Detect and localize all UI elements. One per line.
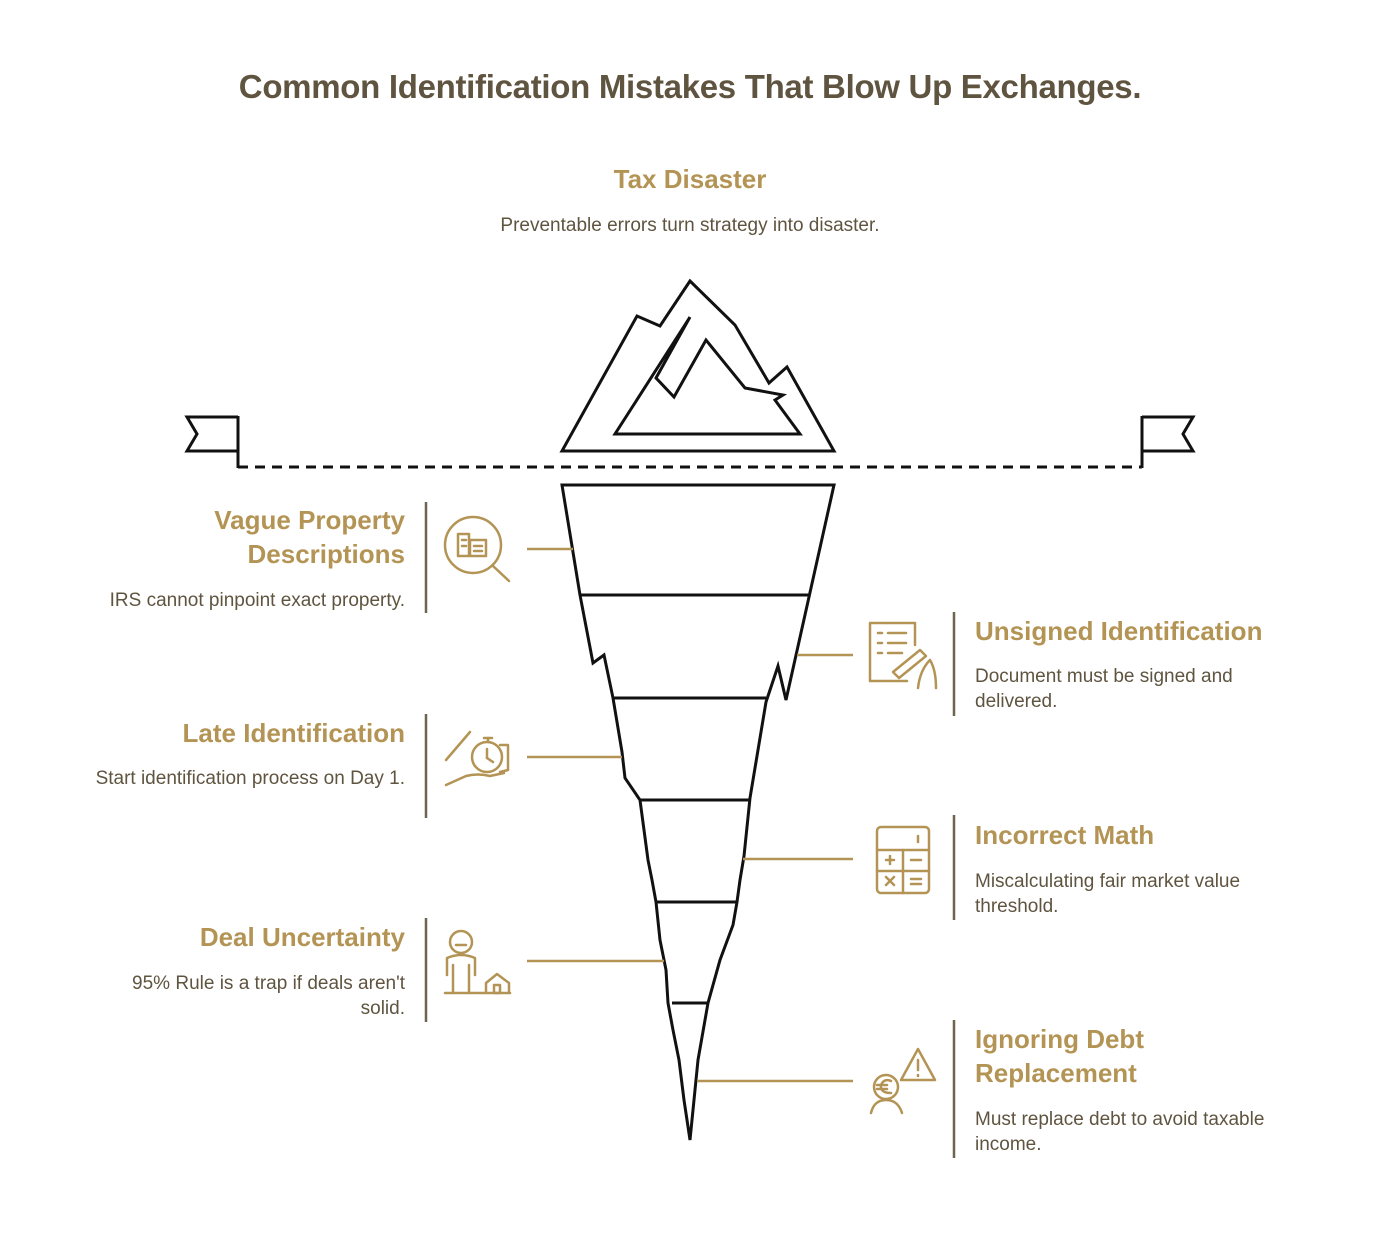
person-house-icon: [443, 929, 512, 995]
ignoring-debt-replacement-title: Ignoring Debt Replacement: [975, 1024, 1144, 1088]
debt-warning-icon: [869, 1047, 937, 1115]
late-identification-title: Late Identification: [182, 718, 405, 748]
vague-property-descriptions-description: IRS cannot pinpoint exact property.: [109, 590, 405, 611]
calculator-icon: [875, 825, 931, 895]
ignoring-debt-replacement-description: Must replace debt to avoid taxable incom…: [975, 1109, 1265, 1155]
late-identification-description: Start identification process on Day 1.: [95, 768, 405, 789]
left-flag: [184, 415, 240, 468]
incorrect-math-title: Incorrect Math: [975, 820, 1155, 850]
iceberg-tip: [559, 278, 837, 453]
tax-disaster-title: Tax Disaster: [613, 164, 767, 194]
unsigned-identification-title: Unsigned Identification: [975, 616, 1263, 646]
magnifier-building-icon: [443, 515, 511, 583]
deal-uncertainty-description: 95% Rule is a trap if deals aren't solid…: [132, 973, 405, 1019]
right-flag: [1140, 415, 1196, 468]
tax-disaster-description: Preventable errors turn strategy into di…: [500, 215, 880, 236]
page-title: Common Identification Mistakes That Blow…: [238, 68, 1142, 105]
hand-stopwatch-icon: [444, 730, 510, 787]
unsigned-identification-description: Document must be signed and delivered.: [975, 666, 1233, 712]
incorrect-math-description: Miscalculating fair market value thresho…: [975, 871, 1241, 917]
iceberg-body: [560, 483, 836, 1141]
deal-uncertainty-title: Deal Uncertainty: [199, 922, 405, 952]
document-sign-icon: [868, 621, 938, 690]
vague-property-descriptions-title: Vague Property Descriptions: [214, 505, 405, 569]
